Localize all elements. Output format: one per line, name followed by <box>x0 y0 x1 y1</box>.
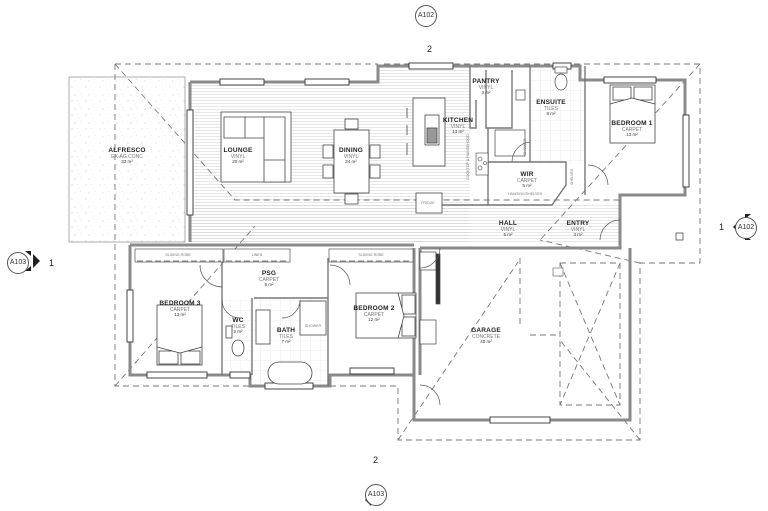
room-label-hall: HALL VINYL 5 m² <box>498 220 518 238</box>
robes <box>134 248 414 263</box>
room-label-bath: BATH TILES 7 m² <box>276 327 296 345</box>
room-label-bedroom3: BEDROOM 3 CARPET 13 m² <box>159 300 201 318</box>
section-marker-right[interactable]: A102 <box>730 212 762 244</box>
annotation-linen: LINEN <box>251 253 263 257</box>
bath-fixtures <box>225 300 327 385</box>
cooktop <box>475 152 489 176</box>
ensuite-fixtures <box>494 66 568 157</box>
room-label-bedroom2: BEDROOM 2 CARPET 12 m² <box>353 305 395 323</box>
bed-bedroom1 <box>609 84 656 144</box>
room-label-entry: ENTRY VINYL 3 m² <box>566 220 590 238</box>
doors <box>199 141 621 406</box>
room-label-lounge: LOUNGE VINYL 20 m² <box>223 147 253 165</box>
bed-bedroom2 <box>355 292 417 339</box>
room-label-ensuite: ENSUITE TILES 8 m² <box>536 99 566 117</box>
room-label-wir: WIR CARPET 5 m² <box>516 171 538 189</box>
kitchen-island <box>406 97 446 167</box>
annotation-shelves: SHELVES <box>570 168 574 185</box>
annotation-cooktop: COOKTOP & RANGEHOOD <box>466 134 470 180</box>
section-num-left: 1 <box>49 258 55 268</box>
room-label-bedroom1: BEDROOM 1 CARPET 13 m² <box>611 120 653 138</box>
section-marker-top[interactable]: A102 <box>410 0 442 32</box>
room-label-wc: WC TILES 2 m² <box>231 317 245 335</box>
room-label-psg: PSG CARPET 5 m² <box>258 270 280 288</box>
fridge <box>415 192 443 214</box>
bed-bedroom3 <box>156 304 203 366</box>
annotation-sliding-robe-1: SLIDING ROBE <box>165 253 191 257</box>
windows <box>126 62 690 424</box>
section-num-bottom: 2 <box>373 455 379 465</box>
dining-table <box>322 118 381 205</box>
garage-bench <box>419 251 441 345</box>
sofa <box>220 111 292 183</box>
room-label-kitchen: KITCHEN VINYL 13 m² <box>442 117 474 135</box>
room-label-pantry: PANTRY VINYL 3 m² <box>472 78 500 96</box>
section-ref-a103-bottom: A103 <box>365 484 387 506</box>
annotation-fridge: FRIDGE <box>421 201 435 205</box>
interior-walls <box>221 66 586 386</box>
room-label-dining: DINING VINYL 24 m² <box>339 147 363 165</box>
section-num-right: 1 <box>719 222 725 232</box>
section-ref-a102-top: A102 <box>415 5 437 27</box>
section-marker-left[interactable]: A103 <box>2 247 34 279</box>
annotation-hanging-shelves: HANGING/SHELVES <box>507 192 543 196</box>
annotation-shower-ensuite: SHOWER <box>523 138 527 155</box>
annotation-shower-bath: SHOWER <box>304 324 322 328</box>
section-num-top: 2 <box>427 44 433 54</box>
alfresco-slab <box>68 76 186 243</box>
roof-outline <box>114 63 701 441</box>
section-ref-a103-left: A103 <box>7 252 29 274</box>
room-label-alfresco: ALFRESCO EX-AG CONC 33 m² <box>108 147 146 165</box>
section-marker-bottom[interactable]: A103 <box>360 479 392 511</box>
section-ref-a102-right: A102 <box>735 217 757 239</box>
room-label-garage: GARAGE CONCRETE 40 m² <box>471 327 501 345</box>
downpipe-icon <box>675 232 684 241</box>
annotation-sliding-robe-2: SLIDING ROBE <box>358 253 384 257</box>
